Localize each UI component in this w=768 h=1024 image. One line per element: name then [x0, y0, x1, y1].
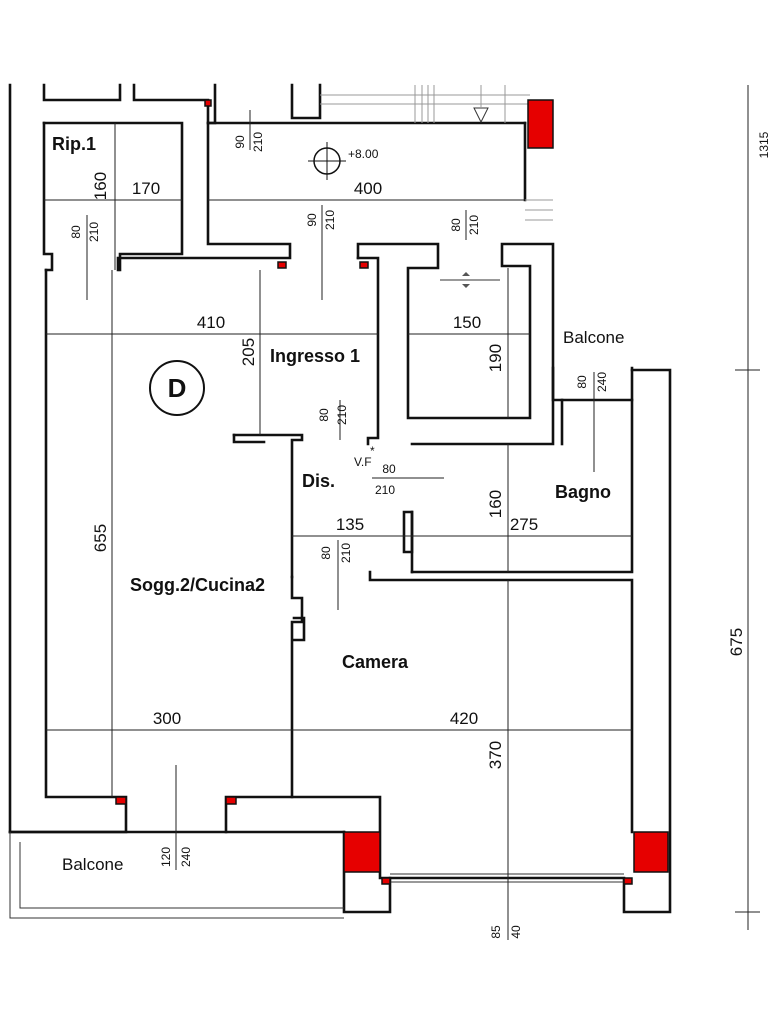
vf-label: V.F	[354, 455, 372, 469]
dim-bagno-w: 275	[510, 515, 538, 534]
walls	[8, 83, 672, 919]
window-symbol	[440, 272, 500, 288]
door-size-9: 120 240	[159, 847, 193, 867]
door-size-10: 85 40	[489, 925, 523, 939]
dim-ingresso-w: 410	[197, 313, 225, 332]
svg-text:210: 210	[87, 222, 101, 242]
room-label-balcone-bottom: Balcone	[62, 855, 123, 874]
dim-sogg-w: 300	[153, 709, 181, 728]
svg-text:240: 240	[595, 372, 609, 392]
door-size-8: 80 210	[319, 543, 353, 563]
svg-text:80: 80	[317, 408, 331, 422]
svg-text:210: 210	[467, 215, 481, 235]
svg-text:80: 80	[69, 225, 83, 239]
svg-text:85: 85	[489, 925, 503, 939]
unit-label: D	[168, 373, 187, 403]
room-label-ingresso: Ingresso 1	[270, 346, 360, 366]
room-label-balcone-right: Balcone	[563, 328, 624, 347]
dim-total-h: 675	[727, 628, 746, 656]
room-label-dis: Dis.	[302, 471, 335, 491]
dim-dis-w: 135	[336, 515, 364, 534]
svg-text:80: 80	[575, 375, 589, 389]
door-size-3: 90 210	[305, 210, 337, 230]
dim-camera-w: 420	[450, 709, 478, 728]
dim-rip-h: 160	[91, 172, 110, 200]
dim-closet-w: 150	[453, 313, 481, 332]
dim-top-room-w: 400	[354, 179, 382, 198]
dim-ingresso-h: 205	[239, 338, 258, 366]
door-size-1: 90 210	[233, 132, 265, 152]
room-label-bagno: Bagno	[555, 482, 611, 502]
dim-rip-w: 170	[132, 179, 160, 198]
dim-bagno-h: 160	[486, 490, 505, 518]
level-marker	[308, 142, 346, 180]
vf-star-icon: *	[370, 444, 375, 458]
dim-camera-h: 370	[486, 741, 505, 769]
svg-text:80: 80	[449, 218, 463, 232]
svg-text:120: 120	[159, 847, 173, 867]
dim-partial-edge: 1315	[757, 131, 768, 158]
svg-text:210: 210	[323, 210, 337, 230]
svg-text:40: 40	[509, 925, 523, 939]
room-label-soggiorno: Sogg.2/Cucina2	[130, 575, 265, 595]
door-size-5: 80 210	[317, 405, 349, 425]
door-size-2: 80 210	[69, 222, 101, 242]
unit-badge	[149, 360, 205, 416]
door-size-4: 80 210	[449, 215, 481, 235]
svg-text:80: 80	[382, 462, 396, 476]
level-mark: +8.00	[348, 147, 379, 161]
svg-text:240: 240	[179, 847, 193, 867]
svg-text:210: 210	[339, 543, 353, 563]
door-size-6: 80 240	[575, 372, 609, 392]
svg-text:90: 90	[305, 213, 319, 227]
dim-closet-h: 190	[486, 344, 505, 372]
svg-text:90: 90	[233, 135, 247, 149]
svg-text:80: 80	[319, 546, 333, 560]
pillars	[115, 99, 669, 885]
dimension-lines	[44, 85, 760, 940]
svg-text:210: 210	[375, 483, 395, 497]
svg-text:210: 210	[335, 405, 349, 425]
room-label-camera: Camera	[342, 652, 409, 672]
dim-sogg-h: 655	[91, 524, 110, 552]
svg-text:210: 210	[251, 132, 265, 152]
door-size-7: 80 210	[375, 462, 396, 497]
arrow-down-icon	[473, 107, 489, 124]
room-label-rip: Rip.1	[52, 134, 96, 154]
